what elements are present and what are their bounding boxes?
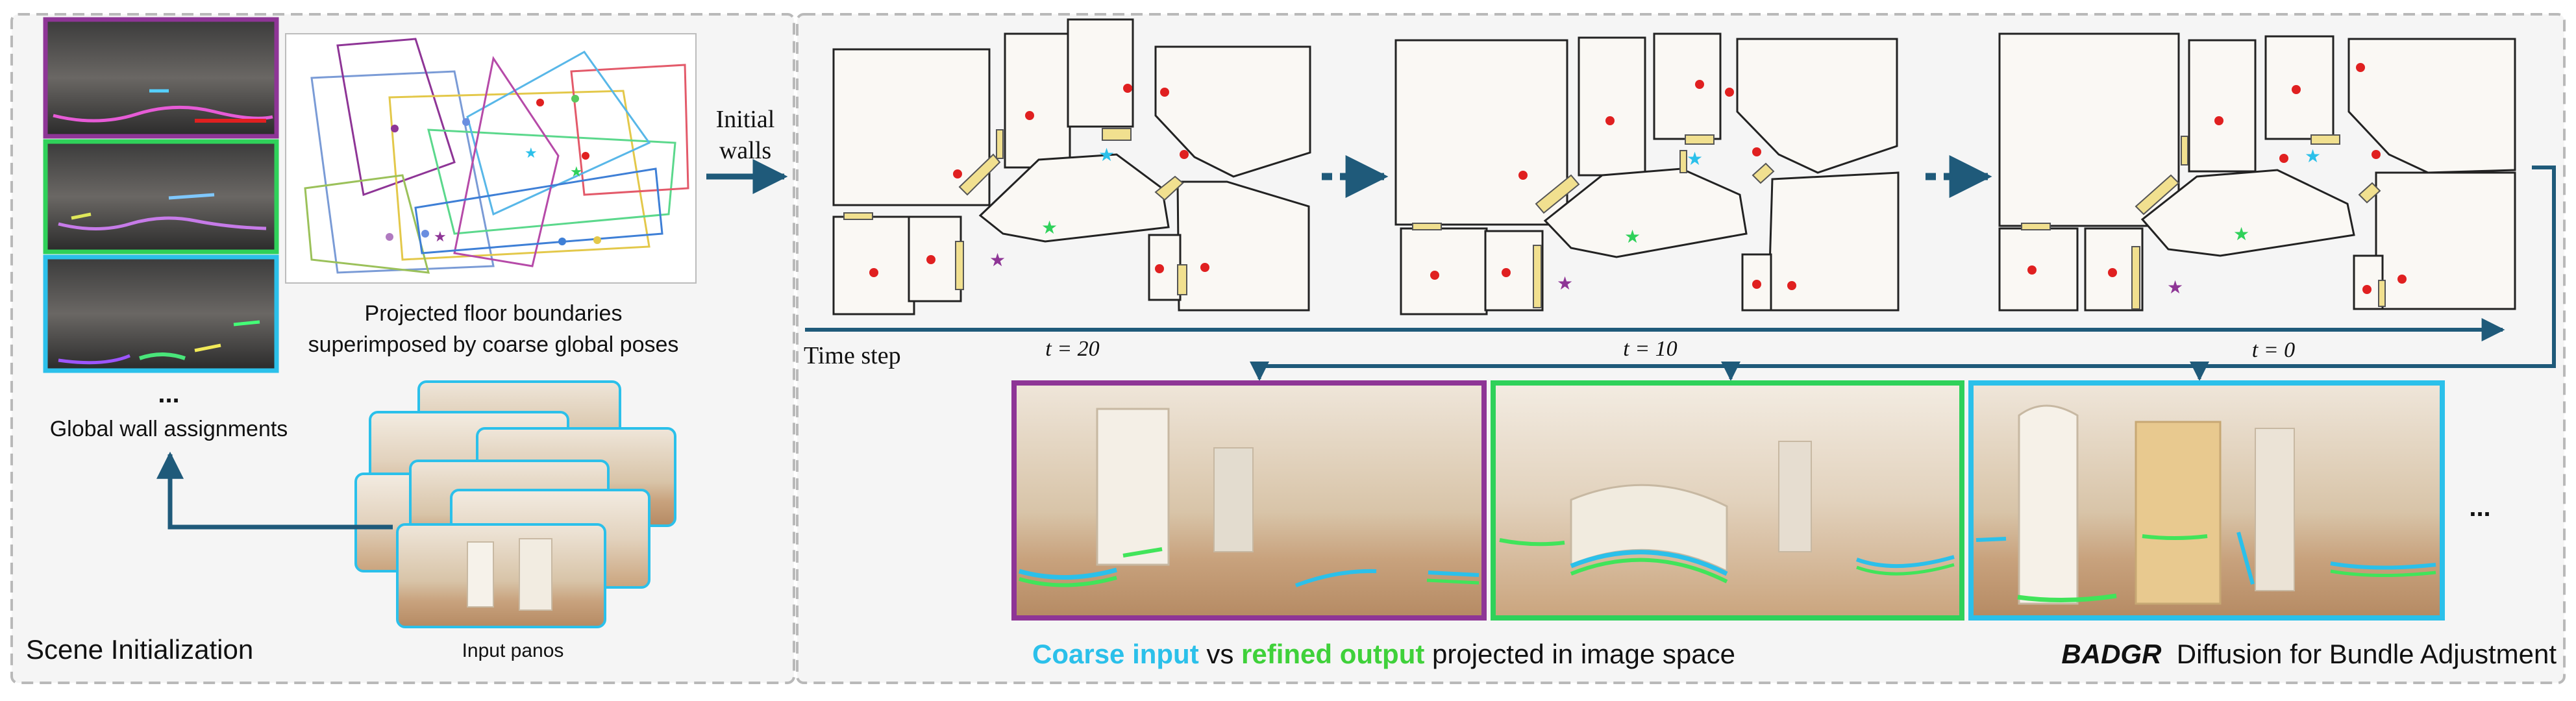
time-step-t20: t = 20 [1045, 337, 1099, 361]
legend-vs: vs [1199, 639, 1241, 669]
legend-refined: refined output [1241, 639, 1424, 669]
floorplan-t10: ★ ★ ★ [1394, 32, 1900, 315]
output-pano-t10 [1491, 380, 1964, 621]
svg-text:★: ★ [525, 145, 538, 161]
input-panos-label: Input panos [462, 640, 564, 661]
input-pano-stack [354, 380, 676, 628]
svg-text:★: ★ [989, 250, 1006, 270]
initial-walls-line1: Initial [716, 106, 775, 133]
brand-name: BADGR [2061, 639, 2162, 669]
legend-coarse: Coarse input [1032, 639, 1199, 669]
legend-caption: Coarse input vs refined output projected… [1032, 639, 1735, 669]
svg-text:★: ★ [434, 228, 447, 245]
svg-text:★: ★ [1557, 273, 1573, 293]
floorplan-t20: ★ ★ ★ [832, 18, 1311, 315]
initial-walls-line2: walls [719, 137, 771, 164]
wall-assign-ellipsis: ... [158, 380, 179, 408]
time-step-label: Time step [804, 342, 901, 369]
output-pano-t20 [1011, 380, 1487, 621]
projected-floor-boundaries: ★ ★ ★ [285, 33, 697, 284]
svg-text:★: ★ [1041, 217, 1058, 238]
time-step-t0: t = 0 [2252, 338, 2295, 362]
projected-caption-line2: superimposed by coarse global poses [308, 332, 679, 357]
svg-text:★: ★ [2233, 224, 2249, 244]
svg-text:★: ★ [1624, 227, 1641, 247]
svg-text:★: ★ [1687, 149, 1703, 169]
floorplan-t0: ★ ★ ★ [1998, 32, 2516, 312]
wall-assign-label: Global wall assignments [50, 417, 288, 441]
svg-text:★: ★ [2167, 277, 2183, 297]
output-ellipsis: ... [2469, 493, 2490, 522]
legend-rest: projected in image space [1424, 639, 1735, 669]
brand-caption: BADGR Diffusion for Bundle Adjustment [2061, 639, 2557, 669]
output-pano-t0 [1968, 380, 2445, 621]
brand-space [2161, 639, 2176, 669]
svg-text:★: ★ [570, 164, 583, 180]
svg-text:★: ★ [1098, 145, 1115, 165]
projected-caption-line1: Projected floor boundaries [365, 301, 623, 326]
scene-init-title: Scene Initialization [26, 634, 253, 665]
svg-text:★: ★ [2305, 146, 2321, 166]
arrow-panos-to-assignments [156, 451, 393, 530]
feedback-arrow [1259, 166, 2556, 368]
wall-assignment-panos [43, 17, 279, 373]
time-step-t10: t = 10 [1623, 337, 1677, 361]
brand-description: Diffusion for Bundle Adjustment [2177, 639, 2557, 669]
